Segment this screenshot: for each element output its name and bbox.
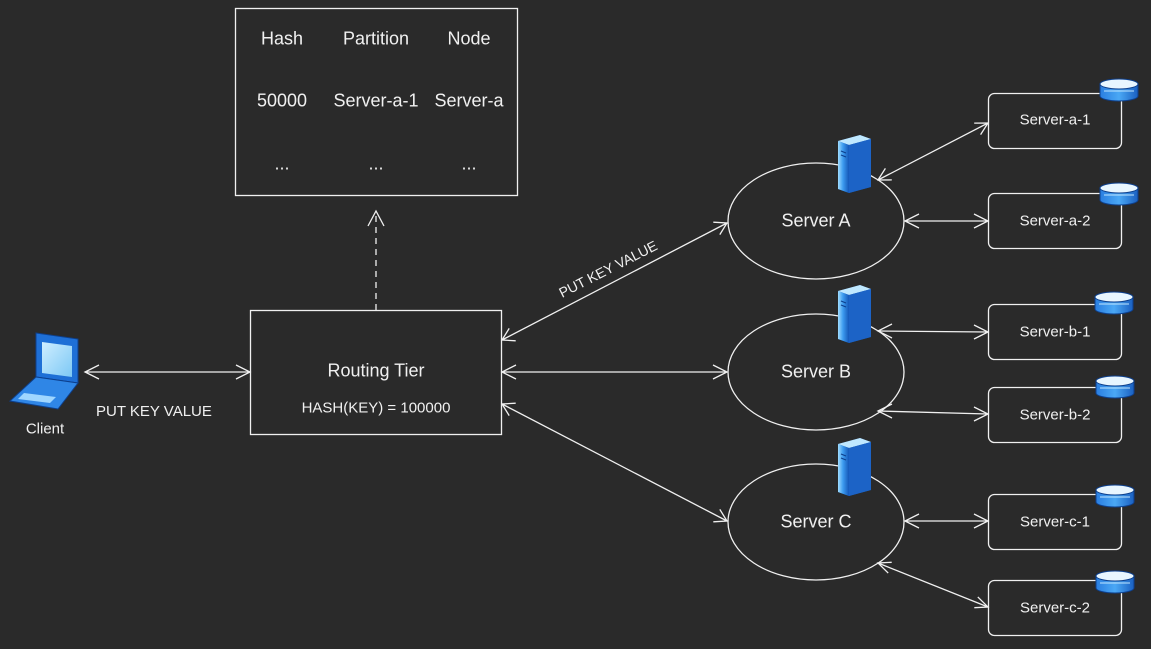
database-icon (1095, 375, 1135, 399)
server-c-label: Server C (780, 511, 852, 532)
server-c-ellipse (727, 463, 905, 581)
routing-server-b-arrow (500, 364, 729, 380)
server-a-label: Server A (781, 210, 851, 231)
server-tower-icon (837, 437, 872, 497)
partition-label-c-1: Server-c-1 (1019, 513, 1091, 531)
lookup-table-box (234, 7, 519, 197)
table-cell-ellipsis: ... (368, 153, 384, 174)
server-b-label: Server B (780, 361, 852, 382)
table-header-partition: Partition (342, 28, 410, 49)
server-b-partition-1-arrow (876, 323, 990, 340)
partition-label-c-2: Server-c-2 (1019, 599, 1091, 617)
client-link-label: PUT KEY VALUE (96, 403, 212, 420)
server-c-partition-1-arrow (903, 513, 990, 529)
laptop-icon (8, 332, 79, 410)
table-cell-node: Server-a (434, 90, 504, 111)
partition-box-a-1 (987, 92, 1123, 150)
server-a-partition-2-arrow (903, 213, 990, 229)
table-cell-partition: Server-a-1 (333, 90, 419, 111)
server-b-partition-2-arrow (876, 403, 990, 422)
routing-tier-hash: HASH(KEY) = 100000 (301, 399, 451, 417)
table-cell-ellipsis: ... (461, 153, 477, 174)
partition-box-b-2 (987, 386, 1123, 444)
database-icon (1095, 484, 1135, 508)
table-header-node: Node (447, 28, 491, 49)
server-tower-icon (837, 134, 872, 194)
routing-tier-box (249, 309, 503, 436)
database-icon (1095, 570, 1135, 594)
server-a-partition-1-arrow (876, 122, 990, 181)
routing-lookup-dashed-arrow (367, 209, 385, 310)
partition-box-c-2 (987, 579, 1123, 637)
database-icon (1094, 291, 1134, 315)
partition-label-a-1: Server-a-1 (1019, 111, 1091, 129)
routing-tier-title: Routing Tier (327, 360, 425, 381)
database-icon (1099, 78, 1139, 102)
server-tower-icon (837, 284, 872, 344)
client-routing-arrow (83, 364, 252, 380)
routing-server-a-arrow (500, 221, 729, 342)
partition-box-c-1 (987, 493, 1123, 551)
partition-label-a-2: Server-a-2 (1019, 212, 1091, 230)
partition-label-b-1: Server-b-1 (1019, 323, 1091, 341)
table-cell-ellipsis: ... (274, 153, 290, 174)
database-icon (1099, 182, 1139, 206)
table-cell-hash: 50000 (256, 90, 308, 111)
server-c-partition-2-arrow (876, 561, 990, 609)
partition-label-b-2: Server-b-2 (1019, 406, 1091, 424)
routing-server-c-arrow (500, 402, 729, 523)
client-label: Client (25, 420, 65, 438)
table-header-hash: Hash (260, 28, 304, 49)
